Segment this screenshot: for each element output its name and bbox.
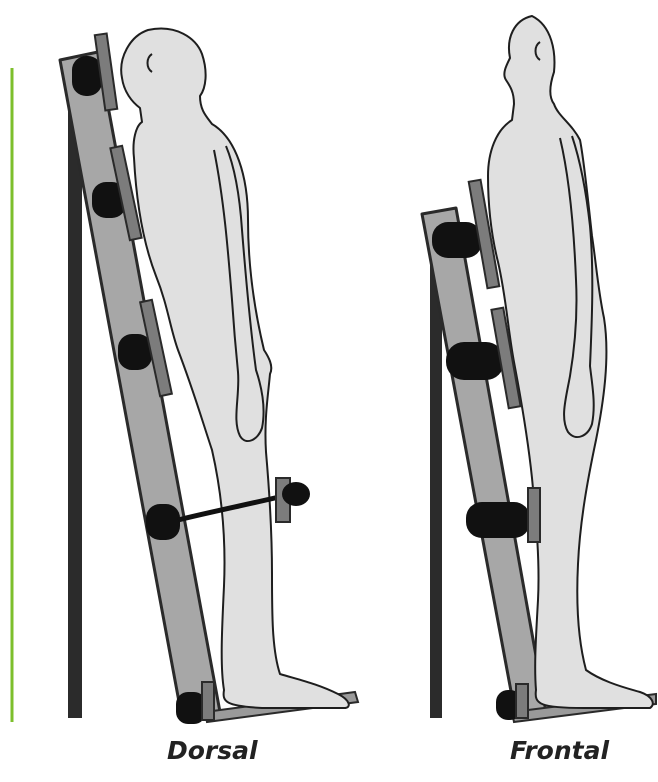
dorsal-head-pad [72, 56, 102, 96]
dorsal-caption: Dorsal [167, 736, 258, 766]
dorsal-hip-pad [118, 334, 152, 370]
frontal-knee-plate [528, 488, 540, 542]
dorsal-knee-pad [146, 504, 180, 540]
frontal-foot-plate [516, 684, 528, 718]
dorsal-knee-knob [282, 482, 310, 506]
frontal-abdomen-pad [446, 342, 504, 380]
frontal-caption: Frontal [510, 736, 609, 766]
dorsal-heel-plate [202, 682, 214, 720]
dorsal-apparatus [60, 29, 358, 724]
frontal-knee-pad [466, 502, 530, 538]
frontal-chest-pad [432, 222, 482, 258]
frontal-apparatus [422, 16, 656, 722]
